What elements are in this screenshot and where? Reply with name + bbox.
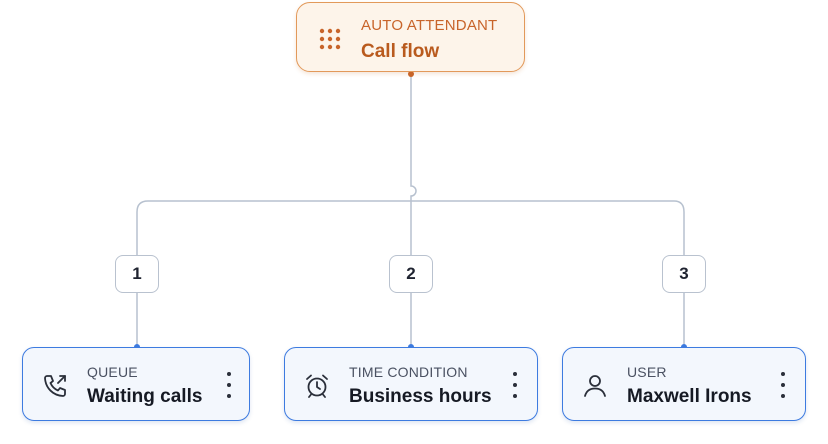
time-condition-node[interactable]: TIME CONDITION Business hours: [284, 347, 538, 421]
more-options-icon[interactable]: [223, 372, 235, 398]
node-title: Call flow: [361, 41, 440, 62]
branch-bus-line: [136, 200, 685, 347]
branch-number-3: 3: [662, 255, 706, 293]
node-title: Maxwell Irons: [627, 386, 752, 407]
node-type-label: AUTO ATTENDANT: [361, 17, 498, 34]
branch-number-1: 1: [115, 255, 159, 293]
node-title: Waiting calls: [87, 386, 203, 407]
node-title: Business hours: [349, 386, 492, 407]
keypad-grid-icon: [319, 28, 341, 50]
root-connector-dot: [408, 71, 414, 77]
queue-node[interactable]: QUEUE Waiting calls: [22, 347, 250, 421]
alarm-clock-icon: [306, 374, 328, 398]
root-stem-line: [410, 73, 417, 347]
node-type-label: QUEUE: [87, 364, 138, 380]
more-options-icon[interactable]: [777, 372, 789, 398]
node-type-label: USER: [627, 364, 667, 380]
user-node[interactable]: USER Maxwell Irons: [562, 347, 806, 421]
auto-attendant-node[interactable]: AUTO ATTENDANT Call flow: [296, 2, 525, 72]
user-icon: [584, 375, 606, 397]
phone-outgoing-icon: [44, 375, 66, 397]
node-type-label: TIME CONDITION: [349, 364, 468, 380]
more-options-icon[interactable]: [509, 372, 521, 398]
branch-number-2: 2: [389, 255, 433, 293]
